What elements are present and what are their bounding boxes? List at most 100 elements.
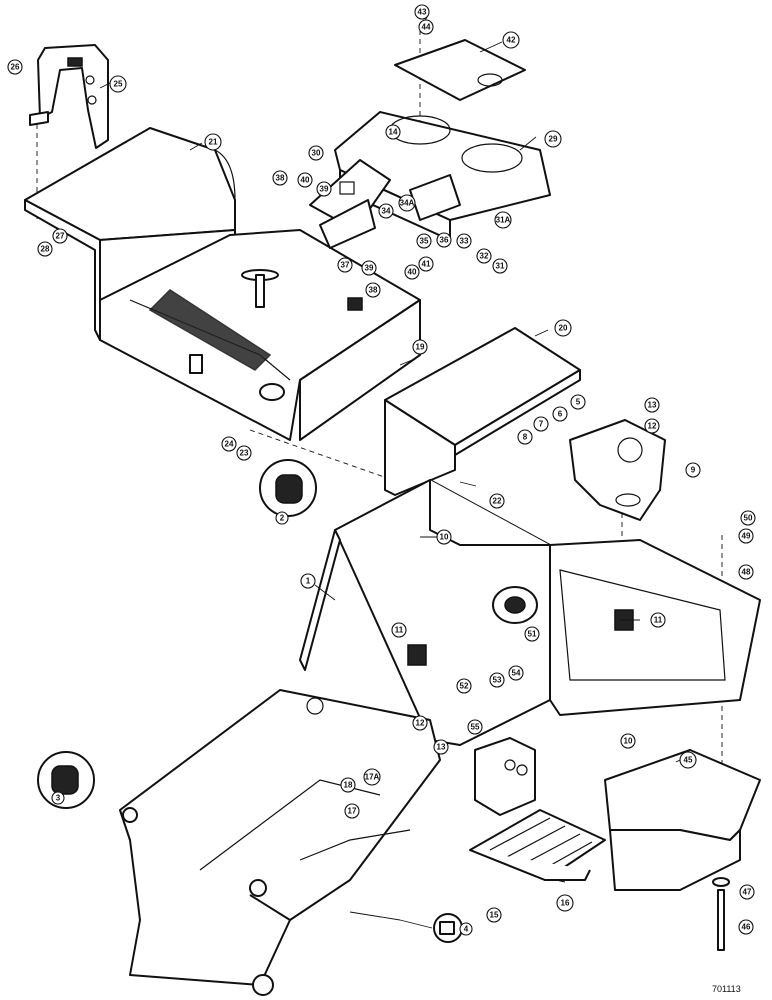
callout-49: 49 [738,528,754,544]
callout-16: 16 [556,894,574,912]
callout-33: 33 [456,233,472,249]
callout-10: 10 [436,529,452,545]
callout-20: 20 [554,319,572,337]
callout-38: 38 [272,170,288,186]
svg-text:54: 54 [512,669,521,678]
callout-39b: 39 [361,260,377,276]
svg-text:20: 20 [559,324,568,333]
svg-text:43: 43 [418,8,427,17]
svg-text:17A: 17A [365,773,380,782]
callout-50: 50 [740,510,756,526]
callout-5: 5 [570,394,586,410]
svg-text:45: 45 [684,756,693,765]
callout-17a: 17A [363,768,381,786]
svg-text:27: 27 [56,232,65,241]
callout-40b: 40 [404,264,420,280]
drawing-number: 701113 [712,984,741,994]
callout-37: 37 [337,257,353,273]
callout-2: 2 [275,511,289,525]
callout-34a: 34A [398,194,416,212]
callout-52: 52 [456,678,472,694]
callout-34: 34 [378,203,394,219]
svg-text:44: 44 [422,23,431,32]
callout-41: 41 [418,256,434,272]
svg-text:28: 28 [41,245,50,254]
mount-bracket-part [569,419,666,521]
svg-text:21: 21 [209,138,218,147]
side-panel-part [384,327,581,496]
svg-text:10: 10 [624,737,633,746]
svg-text:3: 3 [56,794,61,803]
svg-text:15: 15 [490,911,499,920]
svg-text:9: 9 [691,466,696,475]
svg-text:30: 30 [312,149,321,158]
svg-text:38: 38 [276,174,285,183]
callout-31a: 31A [494,211,512,229]
callout-11b: 11 [650,612,666,628]
svg-text:10: 10 [440,533,449,542]
svg-text:32: 32 [480,252,489,261]
svg-text:26: 26 [11,63,20,72]
callout-35: 35 [416,233,432,249]
svg-text:49: 49 [742,532,751,541]
callout-51: 51 [524,626,540,642]
svg-text:13: 13 [648,401,657,410]
bolt-part [712,877,730,951]
svg-text:35: 35 [420,237,429,246]
callout-11: 11 [391,622,407,638]
callout-54: 54 [508,665,524,681]
callout-13: 13 [644,397,660,413]
callout-13b: 13 [433,739,449,755]
callout-24: 24 [221,436,237,452]
handle-rail-part [29,44,109,149]
callout-36: 36 [436,232,452,248]
callout-39: 39 [316,181,332,197]
svg-text:40: 40 [301,176,310,185]
callout-43: 43 [414,4,430,20]
svg-text:11: 11 [654,616,663,625]
callout-23: 23 [236,445,252,461]
svg-text:12: 12 [416,719,425,728]
callout-28: 28 [37,241,53,257]
bushing-part [37,459,317,809]
svg-text:52: 52 [460,682,469,691]
callout-12: 12 [644,418,660,434]
callout-25: 25 [109,75,127,93]
svg-text:7: 7 [539,420,544,429]
callout-48: 48 [738,564,754,580]
callout-6: 6 [552,406,568,422]
svg-text:31A: 31A [496,216,511,225]
callout-46: 46 [738,919,754,935]
svg-text:25: 25 [114,80,123,89]
callout-1: 1 [300,573,316,589]
svg-text:48: 48 [742,568,751,577]
svg-text:1: 1 [306,577,311,586]
svg-text:34A: 34A [400,199,415,208]
callout-10b: 10 [620,733,636,749]
callout-21: 21 [204,133,222,151]
callout-45: 45 [679,751,697,769]
callout-12b: 12 [412,715,428,731]
callout-14: 14 [385,124,401,140]
callout-15: 15 [486,907,502,923]
svg-text:13: 13 [437,743,446,752]
svg-text:6: 6 [558,410,563,419]
svg-text:17: 17 [348,807,357,816]
svg-text:24: 24 [225,440,234,449]
svg-text:5: 5 [576,398,581,407]
svg-text:16: 16 [561,899,570,908]
svg-text:29: 29 [549,135,558,144]
callout-55: 55 [467,719,483,735]
callout-22: 22 [489,493,505,509]
svg-text:2: 2 [280,514,285,523]
svg-text:47: 47 [743,888,752,897]
leader-lines [99,16,691,929]
callout-47: 47 [739,884,755,900]
callout-8: 8 [517,429,533,445]
svg-text:46: 46 [742,923,751,932]
callout-26: 26 [7,59,23,75]
svg-text:34: 34 [382,207,391,216]
battery-cover-part [604,749,761,891]
callout-42: 42 [502,31,520,49]
